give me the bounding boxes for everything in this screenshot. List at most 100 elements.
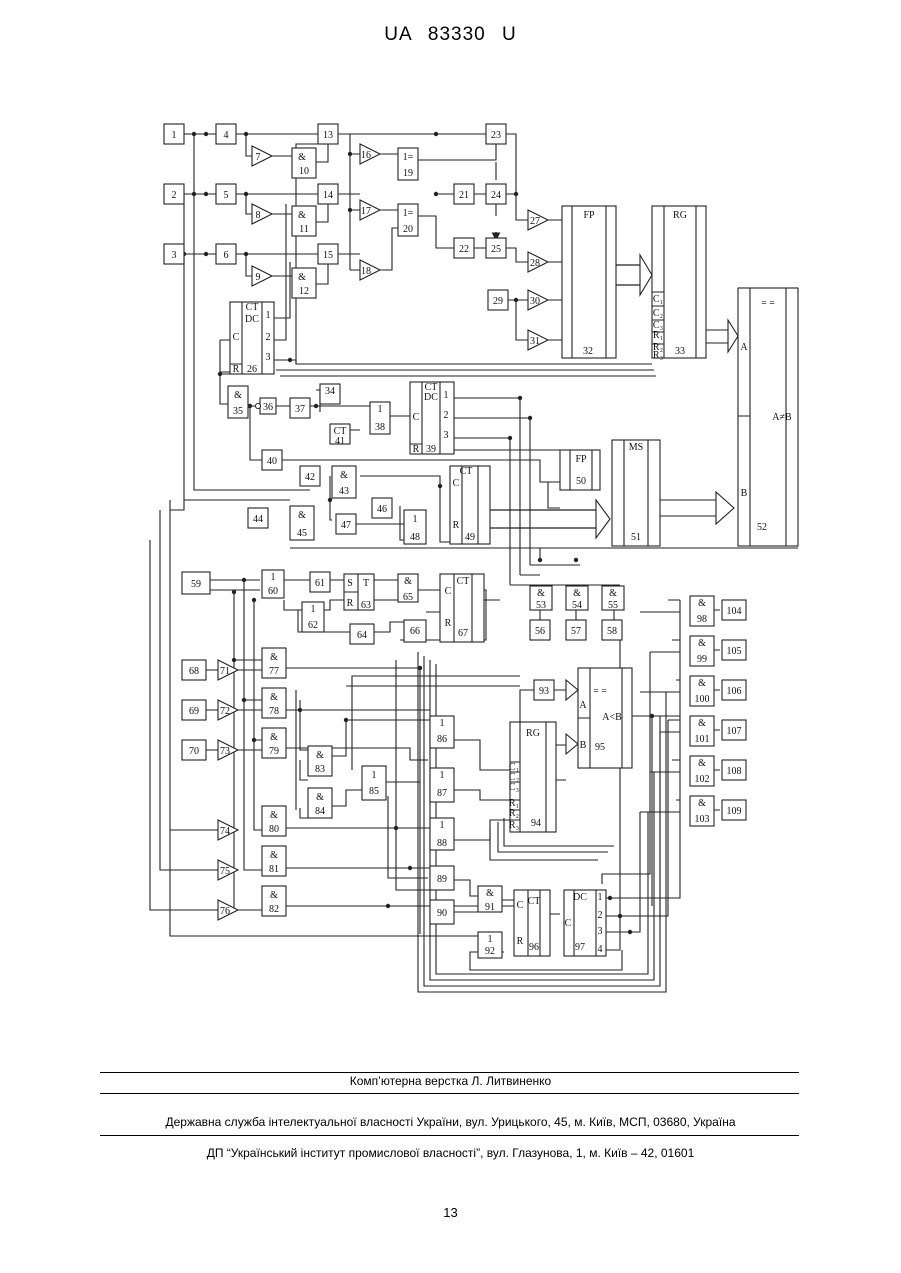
blocks-b22-label: 22 (459, 244, 469, 255)
symbols-rg-label: RG (673, 210, 687, 221)
blocks-b49-label: 49 (465, 532, 475, 543)
symbols-and-label: & (298, 210, 306, 221)
footer-office: Державна служба інтелектуальної власност… (0, 1115, 901, 1129)
blocks-b107-label: 107 (727, 726, 742, 737)
symbols-neq-label: A≠B (772, 412, 792, 423)
blocks-b57-label: 57 (571, 626, 581, 637)
blocks-b2-label: 2 (172, 190, 177, 201)
blocks-b42-label: 42 (305, 472, 315, 483)
blocks-b108-label: 108 (727, 766, 742, 777)
blocks-b55-label: 55 (608, 600, 618, 611)
blocks-b47-label: 47 (341, 520, 351, 531)
blocks-b3-label: 3 (172, 250, 177, 261)
amplifiers-a28-label: 28 (530, 258, 540, 269)
amplifiers-a16-label: 16 (361, 150, 371, 161)
symbols-and-label: & (486, 888, 494, 899)
amplifiers-a72-label: 72 (220, 706, 230, 717)
blocks-b105-label: 105 (727, 646, 742, 657)
blocks-b102-label: 102 (695, 774, 710, 785)
footer-institute: ДП “Український інститут промислової вла… (0, 1146, 901, 1160)
blocks-b103-label: 103 (695, 814, 710, 825)
symbols-c2-label: C₂ (653, 308, 663, 319)
blocks-b48-label: 48 (410, 532, 420, 543)
symbols-c-label: C (517, 900, 524, 911)
blocks-b86-label: 86 (437, 734, 447, 745)
symbols-c1-label: C₁ (653, 294, 663, 305)
blocks-b36-label: 36 (263, 402, 273, 413)
blocks-b106-label: 106 (727, 686, 742, 697)
blocks-b104-label: 104 (727, 606, 742, 617)
blocks-b53-label: 53 (536, 600, 546, 611)
amplifiers-a75-label: 75 (220, 866, 230, 877)
blocks-b51-label: 51 (631, 532, 641, 543)
amplifiers-a31-label: 31 (530, 336, 540, 347)
symbols-or-label: 1 (440, 770, 445, 781)
blocks-b84-label: 84 (315, 806, 325, 817)
blocks-b98-label: 98 (697, 614, 707, 625)
blocks-b63-label: 63 (361, 600, 371, 611)
amplifiers-a17-label: 17 (361, 206, 371, 217)
blocks-b15-label: 15 (323, 250, 333, 261)
symbols-and-label: & (573, 588, 581, 599)
blocks-b101-label: 101 (695, 734, 710, 745)
blocks-b79-label: 79 (269, 746, 279, 757)
symbols-b-label: B (741, 488, 748, 499)
symbols-and-label: & (270, 692, 278, 703)
blocks-b96-label: 96 (529, 942, 539, 953)
symbols-and-label: & (298, 152, 306, 163)
blocks-b4-label: 4 (224, 130, 229, 141)
symbols-r3-label: R₃ (653, 350, 663, 361)
symbols-r-label: R (413, 444, 420, 455)
symbols-c-label: C (413, 412, 420, 423)
blocks-b56-label: 56 (535, 626, 545, 637)
symbols-or-label: 1 (488, 934, 493, 945)
symbols-and-label: & (537, 588, 545, 599)
symbols-o2-label: 2 (444, 410, 449, 421)
symbols-and-label: & (698, 718, 706, 729)
blocks-b78-label: 78 (269, 706, 279, 717)
symbols-r3-label: R₃ (509, 820, 519, 831)
symbols-or-label: 1 (378, 404, 383, 415)
blocks-b46-label: 46 (377, 504, 387, 515)
amplifiers-a27-label: 27 (530, 216, 540, 227)
amplifiers-a73-label: 73 (220, 746, 230, 757)
symbols-and-label: & (316, 750, 324, 761)
blocks-b20-label: 20 (403, 224, 413, 235)
symbols-and-label: & (698, 638, 706, 649)
blocks-b85-label: 85 (369, 786, 379, 797)
inverter-bubble (256, 404, 261, 409)
symbols-ct-label: CT (528, 896, 541, 907)
blocks-b6-label: 6 (224, 250, 229, 261)
symbols-o3-label: 3 (598, 926, 603, 937)
symbols-dc-label: DC (424, 392, 438, 403)
blocks-b58-label: 58 (607, 626, 617, 637)
blocks-b59-label: 59 (191, 579, 201, 590)
blocks-b21-label: 21 (459, 190, 469, 201)
blocks-b65-label: 65 (403, 592, 413, 603)
symbols-r-label: R (445, 618, 452, 629)
blocks-b29-label: 29 (493, 296, 503, 307)
blocks-b90-label: 90 (437, 908, 447, 919)
symbols-and-label: & (698, 678, 706, 689)
symbols-fp-label: FP (575, 454, 587, 465)
blocks-b32-label: 32 (583, 346, 593, 357)
blocks-b10-label: 10 (299, 166, 309, 177)
amplifiers-a30-label: 30 (530, 296, 540, 307)
symbols-xor-label: 1= (403, 152, 414, 163)
amplifiers-a8-label: 8 (256, 210, 261, 221)
blocks-b39-label: 39 (426, 444, 436, 455)
blocks-b45-label: 45 (297, 528, 307, 539)
blocks-b62-label: 62 (308, 620, 318, 631)
symbols-and-label: & (316, 792, 324, 803)
blocks-b99-label: 99 (697, 654, 707, 665)
blocks-b1-label: 1 (172, 130, 177, 141)
blocks-b67-label: 67 (458, 628, 468, 639)
symbols-fp-label: FP (583, 210, 595, 221)
blocks-b69-label: 69 (189, 706, 199, 717)
amplifiers-a71-label: 71 (220, 666, 230, 677)
symbols-or-label: 1 (372, 770, 377, 781)
blocks-b100-label: 100 (695, 694, 710, 705)
symbols-eq-label: = = (593, 686, 607, 697)
blocks-b61-label: 61 (315, 578, 325, 589)
symbols-and-label: & (340, 470, 348, 481)
